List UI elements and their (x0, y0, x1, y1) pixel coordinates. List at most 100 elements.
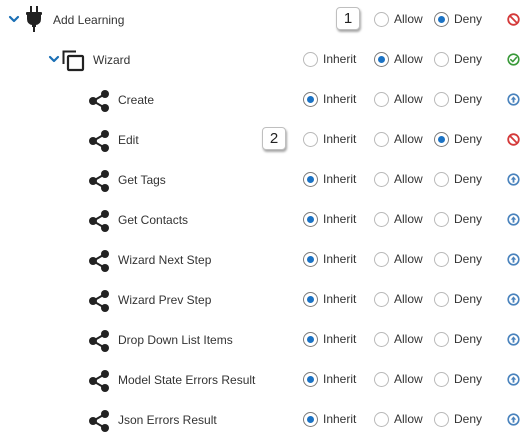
tree-row-model-state-errors-result: Model State Errors Result Inherit Allow … (0, 360, 531, 400)
tree-row-label: Get Tags (118, 173, 166, 187)
allow-label[interactable]: Allow (394, 52, 423, 66)
inherit-radio[interactable] (303, 412, 318, 427)
inherit-label[interactable]: Inherit (323, 132, 357, 146)
tree-row-label: Json Errors Result (118, 413, 217, 427)
allow-label[interactable]: Allow (394, 332, 423, 346)
inherit-status-icon[interactable] (507, 213, 520, 226)
deny-radio[interactable] (434, 52, 449, 67)
inherit-label[interactable]: Inherit (323, 52, 357, 66)
tree-row-wizard-prev-step: Wizard Prev Step Inherit Allow Deny (0, 280, 531, 320)
deny-label[interactable]: Deny (454, 212, 483, 226)
inherit-label[interactable]: Inherit (323, 332, 357, 346)
copy-icon (62, 50, 86, 72)
deny-label[interactable]: Deny (454, 132, 483, 146)
allow-radio[interactable] (374, 292, 389, 307)
deny-radio[interactable] (434, 332, 449, 347)
tree-row-label: Get Contacts (118, 213, 189, 227)
deny-status-icon[interactable] (507, 13, 520, 26)
deny-label[interactable]: Deny (454, 332, 483, 346)
chevron-down-icon[interactable] (48, 53, 60, 65)
allow-label[interactable]: Allow (394, 372, 423, 386)
share-icon (88, 330, 110, 352)
annotation-badge-2: 2 (262, 127, 286, 150)
plug-icon (25, 6, 43, 32)
allow-radio[interactable] (374, 92, 389, 107)
share-icon (88, 130, 110, 152)
allow-label[interactable]: Allow (394, 412, 423, 426)
deny-label[interactable]: Deny (454, 12, 483, 26)
allow-radio[interactable] (374, 132, 389, 147)
inherit-status-icon[interactable] (507, 413, 520, 426)
share-icon (88, 250, 110, 272)
deny-label[interactable]: Deny (454, 292, 483, 306)
allow-label[interactable]: Allow (394, 212, 423, 226)
share-icon (88, 370, 110, 392)
inherit-status-icon[interactable] (507, 373, 520, 386)
deny-label[interactable]: Deny (454, 372, 483, 386)
inherit-status-icon[interactable] (507, 293, 520, 306)
inherit-radio[interactable] (303, 252, 318, 267)
allow-label[interactable]: Allow (394, 172, 423, 186)
inherit-radio[interactable] (303, 132, 318, 147)
allow-label[interactable]: Allow (394, 252, 423, 266)
inherit-radio[interactable] (303, 172, 318, 187)
deny-radio[interactable] (434, 372, 449, 387)
deny-label[interactable]: Deny (454, 172, 483, 186)
inherit-label[interactable]: Inherit (323, 92, 357, 106)
deny-radio[interactable] (434, 252, 449, 267)
deny-radio[interactable] (434, 132, 449, 147)
inherit-label[interactable]: Inherit (323, 372, 357, 386)
allow-status-icon[interactable] (507, 53, 520, 66)
allow-label[interactable]: Allow (394, 292, 423, 306)
inherit-status-icon[interactable] (507, 333, 520, 346)
inherit-radio[interactable] (303, 292, 318, 307)
tree-row-create: Create Inherit Allow Deny (0, 80, 531, 120)
allow-radio[interactable] (374, 212, 389, 227)
deny-radio[interactable] (434, 412, 449, 427)
deny-radio[interactable] (434, 92, 449, 107)
deny-radio[interactable] (434, 12, 449, 27)
deny-label[interactable]: Deny (454, 252, 483, 266)
annotation-badge-1: 1 (336, 7, 360, 30)
inherit-radio[interactable] (303, 52, 318, 67)
inherit-radio[interactable] (303, 212, 318, 227)
tree-row-json-errors-result: Json Errors Result Inherit Allow Deny (0, 400, 531, 440)
share-icon (88, 290, 110, 312)
tree-row-label: Wizard Prev Step (118, 293, 212, 307)
inherit-label[interactable]: Inherit (323, 172, 357, 186)
allow-radio[interactable] (374, 372, 389, 387)
share-icon (88, 170, 110, 192)
allow-label[interactable]: Allow (394, 132, 423, 146)
tree-row-label: Wizard Next Step (118, 253, 212, 267)
tree-row-wizard: Wizard Inherit Allow Deny (0, 40, 531, 80)
allow-label[interactable]: Allow (394, 12, 423, 26)
inherit-label[interactable]: Inherit (323, 412, 357, 426)
deny-status-icon[interactable] (507, 133, 520, 146)
allow-radio[interactable] (374, 172, 389, 187)
inherit-status-icon[interactable] (507, 173, 520, 186)
inherit-label[interactable]: Inherit (323, 212, 357, 226)
allow-radio[interactable] (374, 12, 389, 27)
tree-row-add-learning: Add Learning 1 Allow Deny (0, 0, 531, 40)
deny-radio[interactable] (434, 212, 449, 227)
deny-label[interactable]: Deny (454, 412, 483, 426)
deny-radio[interactable] (434, 292, 449, 307)
deny-label[interactable]: Deny (454, 92, 483, 106)
deny-label[interactable]: Deny (454, 52, 483, 66)
tree-row-label: Drop Down List Items (118, 333, 233, 347)
inherit-label[interactable]: Inherit (323, 252, 357, 266)
allow-radio[interactable] (374, 332, 389, 347)
allow-radio[interactable] (374, 252, 389, 267)
inherit-status-icon[interactable] (507, 93, 520, 106)
inherit-radio[interactable] (303, 332, 318, 347)
inherit-label[interactable]: Inherit (323, 292, 357, 306)
inherit-radio[interactable] (303, 372, 318, 387)
inherit-status-icon[interactable] (507, 253, 520, 266)
allow-radio[interactable] (374, 52, 389, 67)
allow-label[interactable]: Allow (394, 92, 423, 106)
inherit-radio[interactable] (303, 92, 318, 107)
chevron-down-icon[interactable] (8, 13, 20, 25)
allow-radio[interactable] (374, 412, 389, 427)
tree-row-wizard-next-step: Wizard Next Step Inherit Allow Deny (0, 240, 531, 280)
deny-radio[interactable] (434, 172, 449, 187)
